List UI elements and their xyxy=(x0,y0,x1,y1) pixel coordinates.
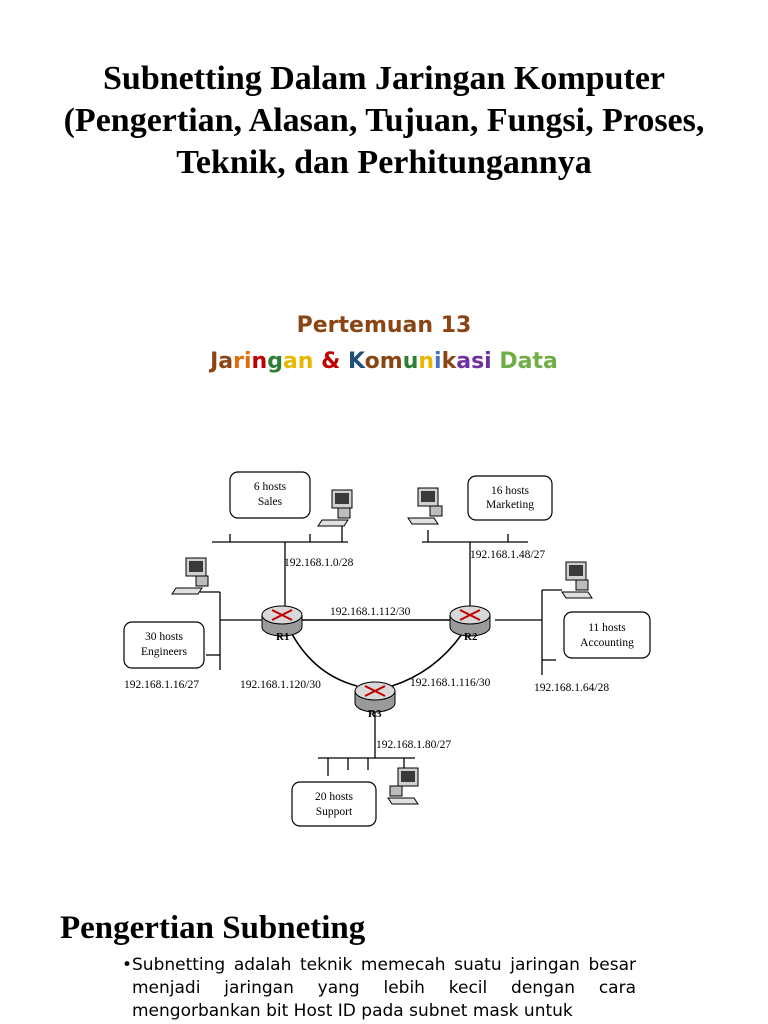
hosts-count-accounting: 11 hosts xyxy=(588,622,626,634)
course-name-part: i xyxy=(434,349,442,374)
computer-icon-accounting xyxy=(561,561,593,599)
course-name-part: om xyxy=(364,349,403,374)
course-name-part: & xyxy=(313,349,348,374)
subnet-label-marketing: 192.168.1.48/27 xyxy=(470,549,545,561)
hosts-name-engineers: Engineers xyxy=(141,646,188,658)
course-name-part: u xyxy=(402,349,419,374)
router-label-r3: R3 xyxy=(368,708,382,720)
page-title: Subnetting Dalam Jaringan Komputer (Peng… xyxy=(0,58,768,184)
course-name-part: an xyxy=(282,349,314,374)
course-name-part: k xyxy=(441,349,457,374)
host-box-marketing: 16 hosts Marketing xyxy=(467,475,553,521)
router-icon-r3 xyxy=(354,681,396,713)
hosts-count-marketing: 16 hosts xyxy=(491,485,530,497)
computer-icon-engineers xyxy=(171,557,209,595)
course-name-part: n xyxy=(251,349,268,374)
course-name-part: Ja xyxy=(210,349,234,374)
section-title: Pengertian Subneting xyxy=(60,910,366,946)
hosts-name-sales: Sales xyxy=(258,496,283,508)
subnet-label-r1-r3: 192.168.1.120/30 xyxy=(240,679,321,691)
subnet-label-sales: 192.168.1.0/28 xyxy=(284,557,354,569)
meeting-label: Pertemuan 13 xyxy=(296,313,472,338)
host-box-support: 20 hosts Support xyxy=(291,781,377,827)
bullet-item: • Subnetting adalah teknik memecah suatu… xyxy=(122,954,636,1023)
network-diagram: 6 hosts Sales 16 hosts Marketing 30 host… xyxy=(123,471,651,827)
course-name-part: g xyxy=(267,349,283,374)
course-name: Jaringan & Komunikasi Data xyxy=(0,344,768,380)
computer-icon-sales xyxy=(317,489,353,527)
router-icon-r2 xyxy=(449,605,491,637)
hosts-count-support: 20 hosts xyxy=(315,791,354,803)
host-box-engineers: 30 hosts Engineers xyxy=(123,621,205,669)
course-name-part: asi xyxy=(456,349,492,374)
course-name-part: ri xyxy=(233,349,252,374)
title-line-3: Teknik, dan Perhitungannya xyxy=(176,144,592,181)
subnet-label-support: 192.168.1.80/27 xyxy=(376,739,451,751)
computer-icon-marketing xyxy=(407,487,443,525)
router-icon-r1 xyxy=(261,605,303,637)
course-name-part: K xyxy=(347,349,365,374)
subnet-label-r1-r2: 192.168.1.112/30 xyxy=(330,606,411,618)
course-name-part: Data xyxy=(499,349,558,374)
hosts-name-support: Support xyxy=(316,806,353,818)
hosts-count-engineers: 30 hosts xyxy=(145,631,184,643)
hosts-name-marketing: Marketing xyxy=(486,499,534,511)
course-name-part: n xyxy=(418,349,435,374)
hosts-count-sales: 6 hosts xyxy=(254,481,287,493)
subnet-label-r2-r3: 192.168.1.116/30 xyxy=(410,677,491,689)
router-label-r1: R1 xyxy=(276,631,289,643)
router-label-r2: R2 xyxy=(464,631,478,643)
title-line-2: (Pengertian, Alasan, Tujuan, Fungsi, Pro… xyxy=(63,102,705,139)
subnet-label-accounting: 192.168.1.64/28 xyxy=(534,682,609,694)
hosts-name-accounting: Accounting xyxy=(580,637,634,649)
subnet-label-engineers: 192.168.1.16/27 xyxy=(124,679,199,691)
host-box-sales: 6 hosts Sales xyxy=(229,471,311,519)
title-line-1: Subnetting Dalam Jaringan Komputer xyxy=(103,60,665,97)
bullet-dot: • xyxy=(122,955,133,975)
subtitle: Pertemuan 13 Jaringan & Komunikasi Data xyxy=(0,308,768,380)
computer-icon-support xyxy=(387,767,419,805)
host-box-accounting: 11 hosts Accounting xyxy=(563,611,651,659)
bullet-text: Subnetting adalah teknik memecah suatu j… xyxy=(132,955,636,1021)
